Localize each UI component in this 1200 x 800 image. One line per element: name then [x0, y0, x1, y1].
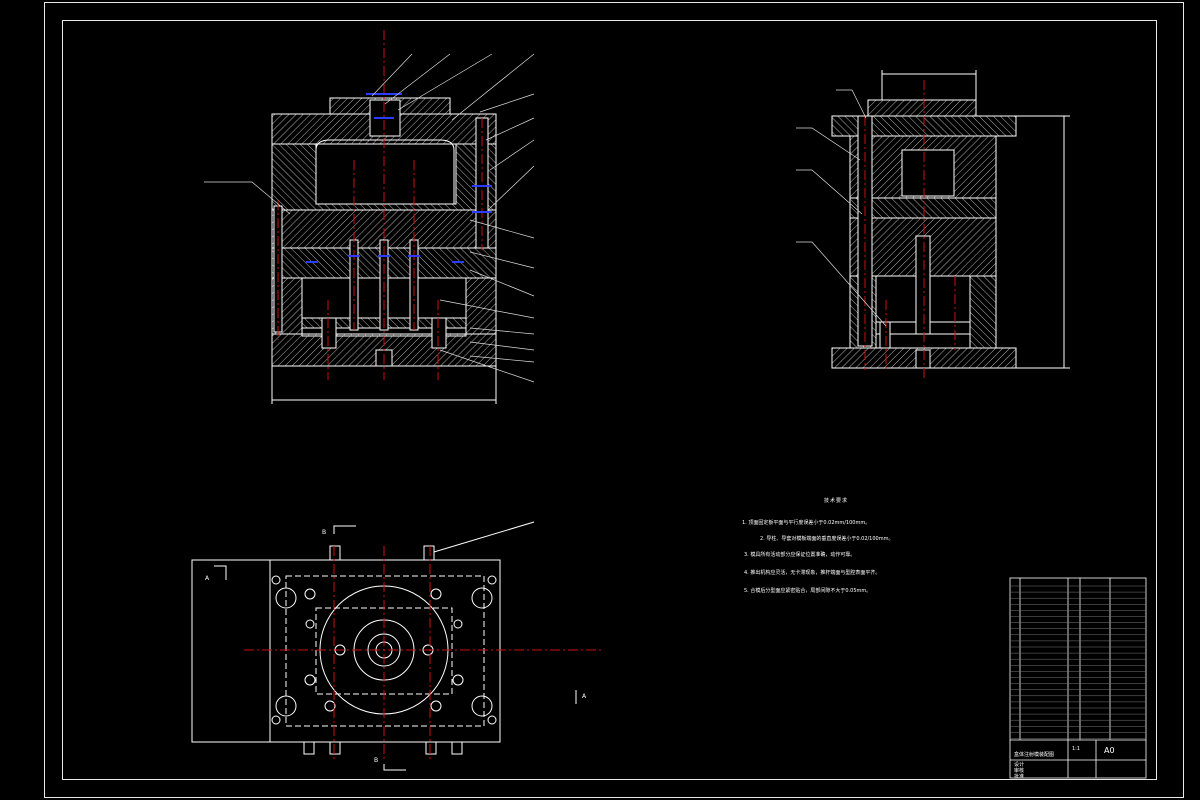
note-line-3: 3. 模具所有活动部分应保证位置准确，动作可靠。 — [744, 552, 856, 558]
note-line-1: 1. 顶面固定板平面与平行度误差小于0.02mm/100mm。 — [742, 520, 871, 526]
title-block-designer-label: 设计 — [1014, 761, 1024, 768]
section-mark-bottom: B — [374, 757, 378, 764]
note-line-5: 5. 合模后分型面应紧密贴合，局部间隙不大于0.05mm。 — [744, 588, 872, 594]
title-block-checker-label: 审核 — [1014, 767, 1024, 774]
section-mark-right: A — [582, 693, 587, 700]
side-section-view — [831, 70, 1070, 369]
plan-view-section-markers — [214, 521, 577, 771]
title-block-approver-label: 批准 — [1014, 773, 1024, 780]
section-mark-left: A — [205, 575, 210, 582]
plan-view — [191, 545, 501, 755]
note-line-2: 2. 导柱、导套对模板端面的垂直度误差小于0.02/100mm。 — [760, 536, 894, 542]
title-block-rows — [1010, 585, 1146, 739]
side-view-leader-lines — [796, 89, 887, 327]
section-mark-top: B — [322, 529, 326, 536]
note-line-4: 4. 推出机构应灵活，无卡滞现象，推杆端面与型腔表面平齐。 — [744, 570, 881, 576]
front-view-leader-lines — [204, 53, 535, 383]
front-view-highlight-marks — [306, 93, 492, 263]
side-view-centerlines — [864, 80, 956, 380]
title-block-sheet-size: A0 — [1104, 746, 1115, 755]
plan-view-centerlines — [244, 546, 604, 760]
title-block-scale: 1:1 — [1072, 746, 1080, 752]
technical-requirements-title: 技术要求 — [824, 498, 849, 504]
front-view-centerlines — [277, 30, 483, 380]
title-block-drawing-name: 盒体注射模装配图 — [1014, 751, 1054, 758]
